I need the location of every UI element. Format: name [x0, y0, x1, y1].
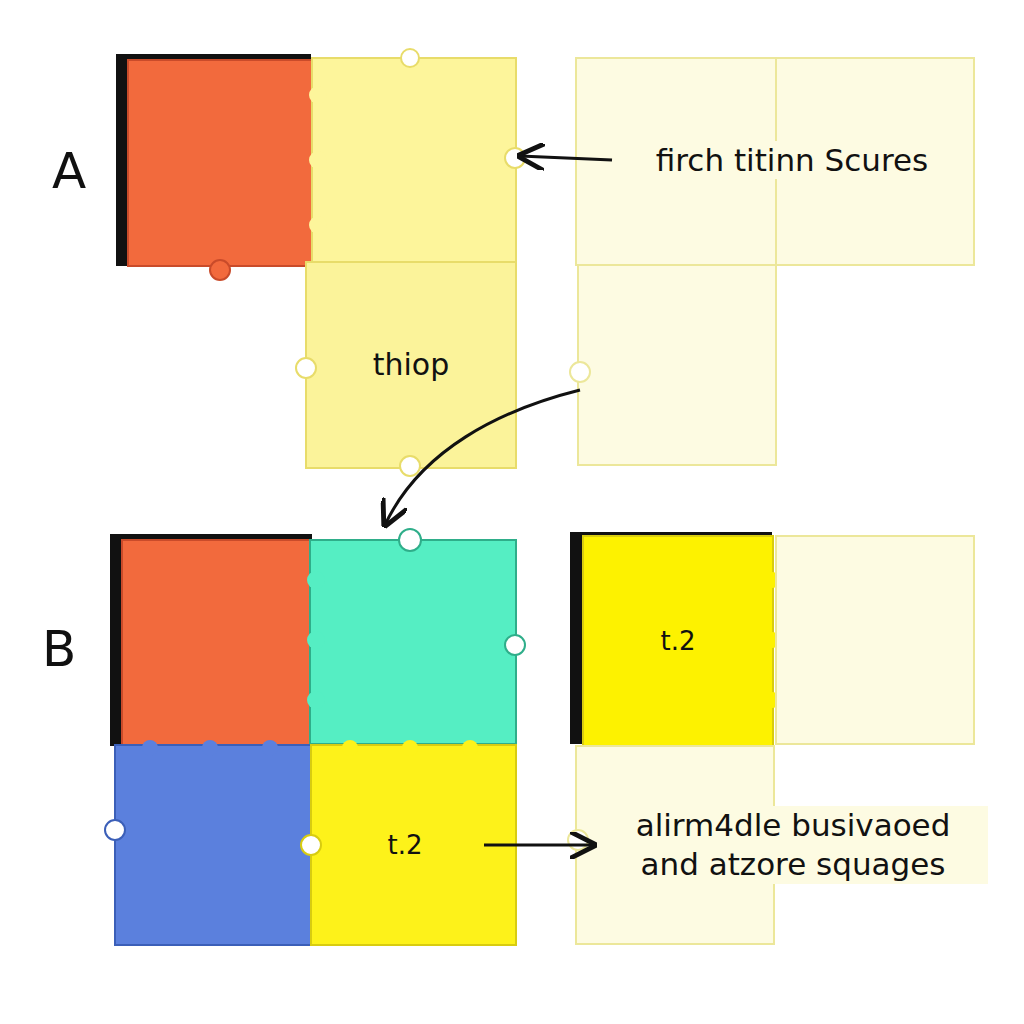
group-letter: A: [52, 142, 86, 200]
puzzle-piece: firch titinn Scures: [596, 100, 988, 220]
piece-text: alirm4dle busivaoed and atzore squages: [598, 806, 988, 884]
piece-text: t.2: [656, 625, 699, 658]
piece-text: thiop: [369, 346, 454, 384]
piece-text: firch titinn Scures: [652, 141, 932, 180]
puzzle-piece: t.2: [592, 546, 764, 736]
puzzle-piece: t.2: [330, 760, 480, 930]
arrow-connector: [484, 844, 594, 847]
puzzle-piece: thiop: [316, 272, 506, 458]
group-letter: B: [42, 620, 76, 678]
puzzle-piece: alirm4dle busivaoed and atzore squages: [598, 770, 988, 920]
piece-text: t.2: [383, 829, 426, 862]
